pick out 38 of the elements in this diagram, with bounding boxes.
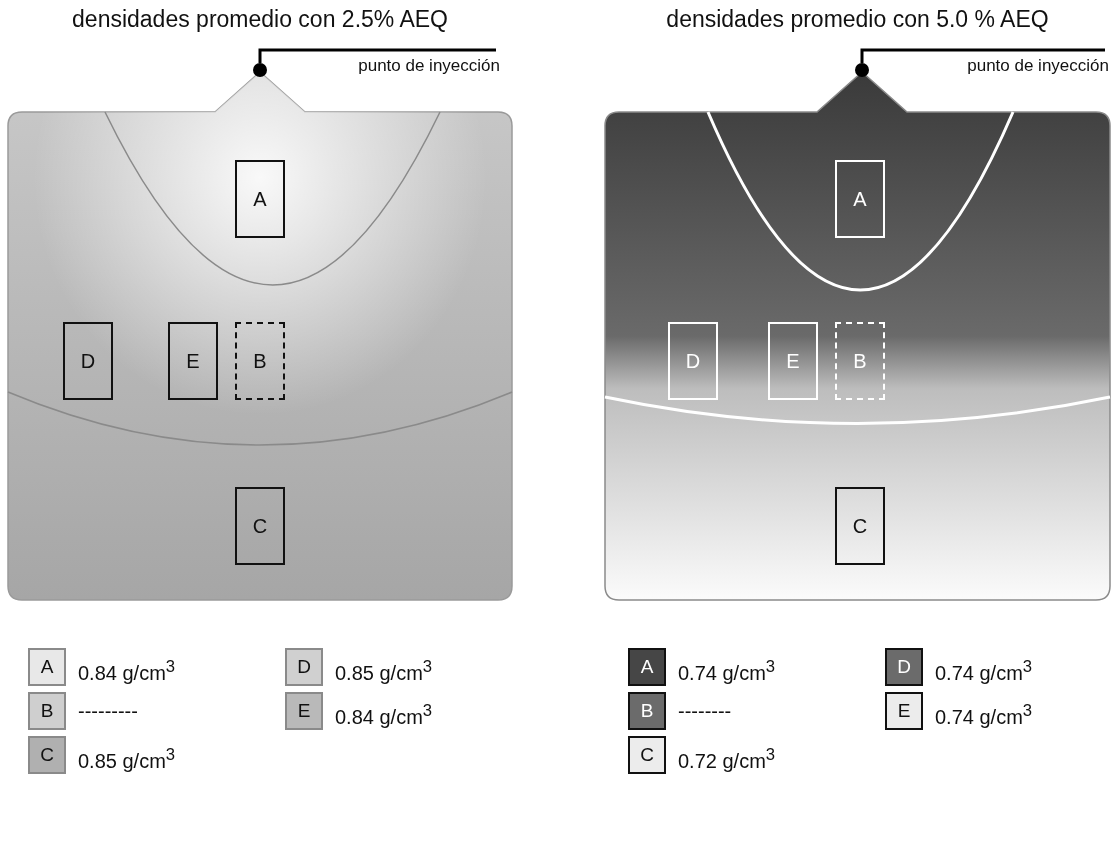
- sample-zone-marker: E: [168, 322, 218, 400]
- legend-swatch: A: [628, 648, 666, 686]
- density-value: 0.85 g/cm$^{3}$: [78, 744, 176, 774]
- legend-swatch: A: [28, 648, 66, 686]
- injection-point: [253, 63, 267, 77]
- sample-zone-marker: B: [835, 322, 885, 400]
- legend-swatch: E: [885, 692, 923, 730]
- density-value: 0.74 g/cm$^{3}$: [935, 656, 1033, 686]
- leader-line: [258, 48, 496, 63]
- legend-swatch: B: [28, 692, 66, 730]
- legend-swatch: D: [285, 648, 323, 686]
- sample-zone-marker: C: [835, 487, 885, 565]
- legend-swatch: D: [885, 648, 923, 686]
- legend-swatch: B: [628, 692, 666, 730]
- density-value: 0.85 g/cm$^{3}$: [335, 656, 433, 686]
- density-value: 0.74 g/cm$^{3}$: [678, 656, 776, 686]
- injection-point: [855, 63, 869, 77]
- sample-zone-marker: C: [235, 487, 285, 565]
- sample-zone-marker: B: [235, 322, 285, 400]
- density-value: 0.72 g/cm$^{3}$: [678, 744, 776, 774]
- panel-heading: densidades promedio con 5.0 % AEQ: [665, 6, 1050, 33]
- sample-zone-marker: D: [63, 322, 113, 400]
- density-value: 0.84 g/cm$^{3}$: [78, 656, 176, 686]
- legend-swatch: E: [285, 692, 323, 730]
- callout-text: punto de inyección: [340, 50, 500, 76]
- density-value: ---------: [78, 699, 138, 724]
- sample-zone-marker: D: [668, 322, 718, 400]
- sample-zone-marker: A: [235, 160, 285, 238]
- density-value: 0.84 g/cm$^{3}$: [335, 700, 433, 730]
- density-value: 0.74 g/cm$^{3}$: [935, 700, 1033, 730]
- density-value: --------: [678, 699, 732, 724]
- legend-swatch: C: [628, 736, 666, 774]
- legend-swatch: C: [28, 736, 66, 774]
- callout-text: punto de inyección: [947, 50, 1109, 76]
- leader-line: [860, 48, 1105, 63]
- sample-zone-marker: A: [835, 160, 885, 238]
- panel-heading: densidades promedio con 2.5% AEQ: [71, 6, 449, 33]
- sample-zone-marker: E: [768, 322, 818, 400]
